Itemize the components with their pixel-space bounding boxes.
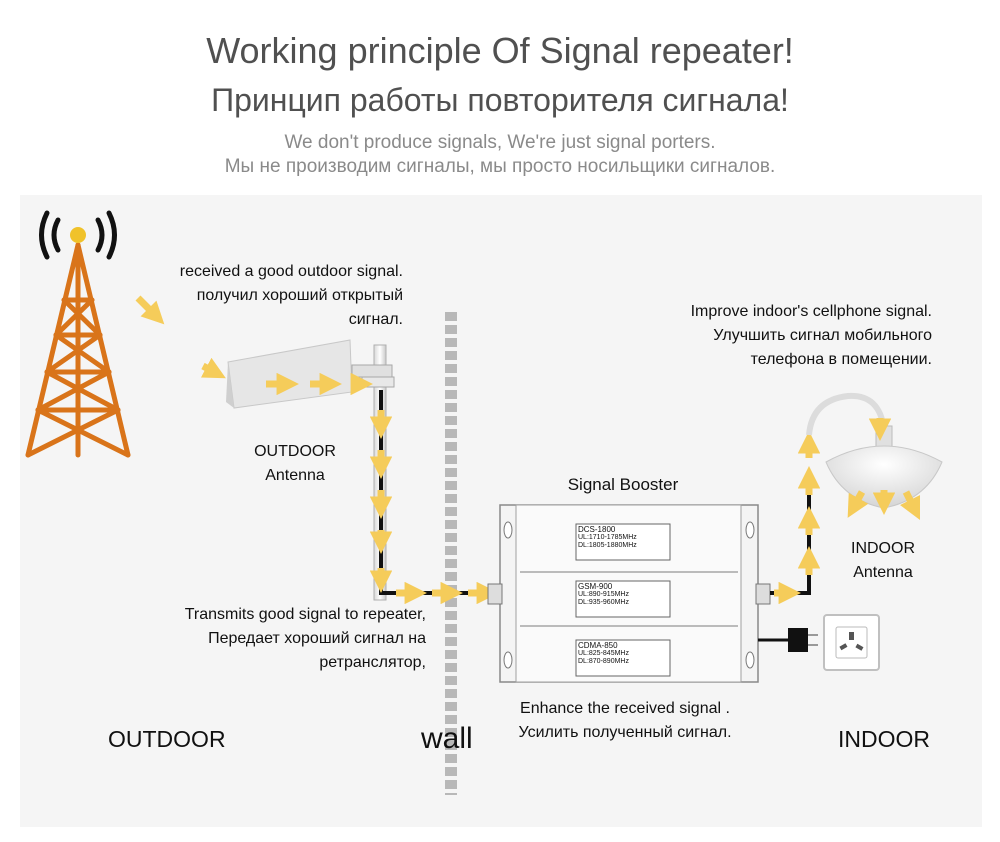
enhance-note: Enhance the received signal . Усилить по… <box>490 697 760 745</box>
label-line: OUTDOOR <box>254 443 336 460</box>
module-band-label: GSM-900 <box>578 582 613 591</box>
antenna-signal-arrows <box>200 357 373 396</box>
note-line: Enhance the received signal . <box>520 700 730 717</box>
note-line: Улучшить сигнал мобильного <box>713 327 932 344</box>
module-ul-label: UL:890-915MHz <box>578 591 629 598</box>
title-russian: Принцип работы повторителя сигнала! <box>211 82 789 118</box>
indoor-antenna-icon <box>806 392 943 509</box>
improve-note: Improve indoor's cellphone signal. Улучш… <box>640 300 932 372</box>
radio-waves-icon <box>39 210 117 260</box>
outdoor-signal-note: received a good outdoor signal. получил … <box>120 260 403 332</box>
note-line: Усилить полученный сигнал. <box>518 724 732 741</box>
booster-module-panels <box>575 523 671 677</box>
outdoor-zone-label: OUTDOOR <box>108 726 226 752</box>
signal-booster-label: Signal Booster <box>567 475 679 494</box>
label-line: INDOOR <box>851 540 915 557</box>
broadcast-arrows <box>847 418 921 521</box>
module-dl-label: DL:1805-1880MHz <box>578 542 637 549</box>
indoor-zone-label: INDOOR <box>838 726 930 752</box>
wall-label: wall <box>421 722 473 755</box>
module-cdma-850: CDMA-850 UL:825-845MHz DL:870-890MHz <box>578 642 668 666</box>
module-dl-label: DL:935-960MHz <box>578 599 629 606</box>
note-line: Передает хороший сигнал на <box>208 630 426 647</box>
subtitle-english: We don't produce signals, We're just sig… <box>284 132 716 153</box>
tower-beacon-icon <box>70 227 86 243</box>
label-line: Antenna <box>265 467 325 484</box>
cable-signal-arrows <box>369 410 499 605</box>
module-band-label: CDMA-850 <box>578 641 618 650</box>
note-line: получил хороший открытый <box>196 287 403 304</box>
module-gsm-900: GSM-900 UL:890-915MHz DL:935-960MHz <box>578 583 668 607</box>
incoming-signal-arrow <box>135 295 165 325</box>
module-ul-label: UL:825-845MHz <box>578 650 629 657</box>
note-line: ретранслятор, <box>319 654 426 671</box>
indoor-antenna-label: INDOOR Antenna <box>830 537 936 585</box>
outdoor-cable <box>379 390 500 595</box>
subtitle-russian: Мы не производим сигналы, мы просто носи… <box>224 156 776 177</box>
module-dl-label: DL:870-890MHz <box>578 658 629 665</box>
note-line: received a good outdoor signal. <box>179 263 403 280</box>
indoor-signal-arrows <box>774 431 821 605</box>
note-line: телефона в помещении. <box>750 351 932 368</box>
transmit-note: Transmits good signal to repeater, Перед… <box>120 603 426 675</box>
cell-tower-icon <box>25 242 131 458</box>
outdoor-antenna-label: OUTDOOR Antenna <box>240 440 350 488</box>
title-english: Working principle Of Signal repeater! <box>206 30 794 71</box>
note-line: Improve indoor's cellphone signal. <box>690 303 932 320</box>
module-band-label: DCS-1800 <box>578 525 616 534</box>
module-dcs-1800: DCS-1800 UL:1710-1785MHz DL:1805-1880MHz <box>578 526 668 550</box>
note-line: Transmits good signal to repeater, <box>184 606 426 623</box>
label-line: Antenna <box>853 564 913 581</box>
wall-socket-icon <box>823 614 880 671</box>
module-ul-label: UL:1710-1785MHz <box>578 534 637 541</box>
note-line: сигнал. <box>348 311 403 328</box>
power-adapter-icon <box>758 628 818 652</box>
indoor-cable <box>770 470 811 595</box>
